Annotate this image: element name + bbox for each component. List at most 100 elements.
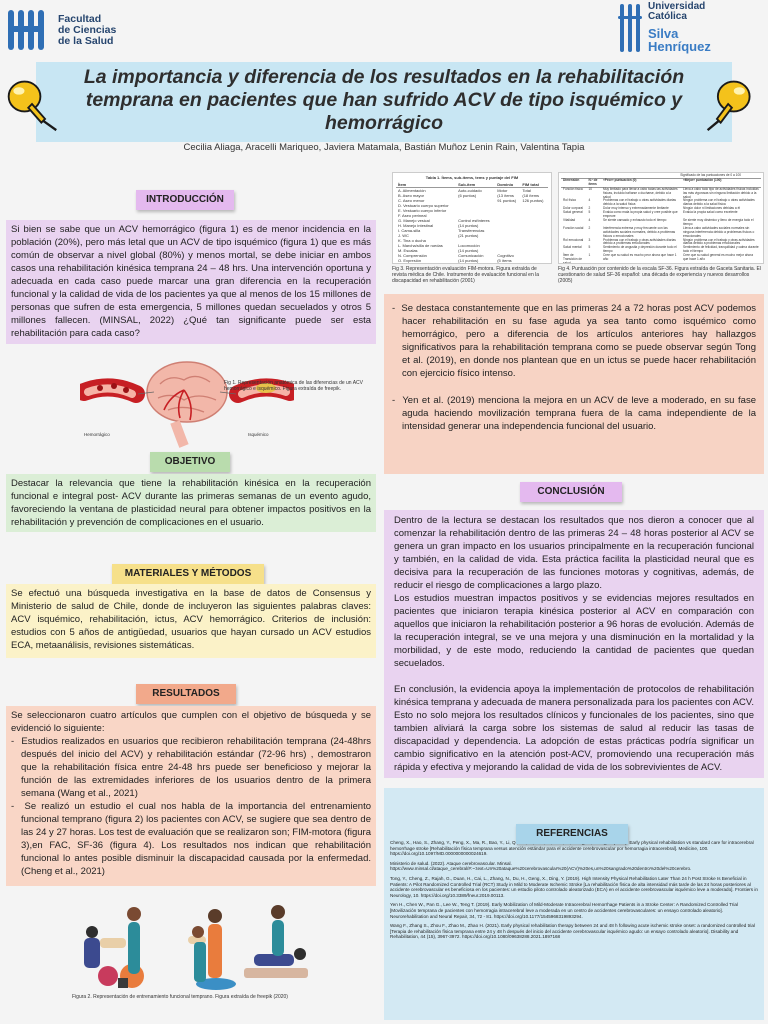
sf36-cell: Interferencia extrema y muy frecuente co…	[603, 225, 676, 238]
sf36-cell: Ningún problema con el trabajo u otras a…	[683, 198, 755, 207]
sf36-cell: 1	[588, 253, 591, 258]
sf36-cell: 2	[588, 206, 591, 211]
sf36-header-cell: «Mejor» puntuación (100)	[681, 178, 761, 188]
conclusion-paragraph: Los estudios muestran impactos positivos…	[394, 593, 754, 669]
fim-cell: P. Interacción social	[396, 263, 456, 264]
poster-title: La importancia y diferencia de los resul…	[83, 66, 685, 134]
sf36-cell: Dolor corporal	[563, 206, 584, 211]
reference-item: Ministerio de salud. (2022). Ataque cere…	[390, 860, 692, 872]
fim-row: M. Escalas(14 puntos)	[396, 248, 548, 253]
results-bullet: - Se realizó un estudio el cual nos habl…	[11, 801, 371, 877]
university-brand-line2: Henríquez	[648, 39, 711, 54]
fim-row: O. Expresión(14 puntos)(5 ítems	[396, 258, 548, 263]
sf36-cell: Ítem de Transición de salud	[563, 253, 583, 264]
fig1-label-hemorrhagic: Hemorrágico	[84, 432, 110, 437]
sf36-cell: Lleva a cabo todo tipo de actividades fí…	[683, 186, 759, 199]
fim-row: J. WC(21 puntos)	[396, 233, 548, 238]
sf36-cell: Salud mental	[563, 245, 582, 250]
sf36-cell: Vitalidad	[563, 217, 576, 222]
sf36-row: Ítem de Transición de salud 1 Cree que su …	[561, 253, 761, 264]
fim-cell: K. Tina o ducha	[398, 238, 426, 243]
sf36-cell: Rol físico	[563, 198, 577, 203]
sf36-header-cell: Dimensión	[561, 178, 587, 188]
fim-header-cell: Sub-ítem	[456, 182, 496, 188]
sf36-cell: 5	[588, 245, 591, 250]
references-section: Cheng, X., Hao, S., Zhang, Y., Peng, X.,…	[384, 788, 764, 1020]
pushpin-right-icon	[706, 80, 751, 132]
sf36-cell: Función social	[563, 225, 584, 230]
fim-header-cell: Ítem	[396, 182, 457, 188]
fim-cell: (14 puntos)	[458, 258, 479, 263]
fim-table-title: Tabla 1. Ítems, sub-ítems, tems y puntaj…	[425, 175, 519, 180]
sf36-cell: 5	[588, 210, 591, 215]
fim-row: H. Manejo intestinal(14 puntos)	[396, 223, 548, 228]
sf36-cell: Sentimiento de felicidad, tranquilidad y…	[683, 245, 759, 254]
discussion-bullet: - Se destaca constantemente que en las p…	[392, 303, 757, 379]
fim-cell: F. Aseo perineal	[398, 213, 427, 218]
sf36-cell: Función física	[563, 186, 583, 191]
fim-cell: Transferencias	[458, 228, 485, 233]
intro-label: INTRODUCCIÓN	[136, 190, 234, 210]
fim-cell: 35 puntos)	[495, 263, 520, 264]
reference-item: Yen H., Chen W., Pan G., Lee W., Teng T.…	[390, 902, 738, 919]
sf36-cell: Cree que su salud general es mucho mejor…	[683, 253, 753, 262]
university-brand-line1: Silva	[648, 26, 679, 41]
conclusion-paragraph: Dentro de la lectura se destacan los res…	[394, 515, 754, 591]
results-intro: Se seleccionaron cuatro artículos que cu…	[11, 710, 371, 734]
sf36-header-cell: N.º de ítems	[586, 178, 601, 188]
fim-cell: Cognición social	[456, 263, 495, 264]
objective-label: OBJETIVO	[150, 452, 230, 472]
sf36-cell: Se siente cansado y exhausto todo el tie…	[603, 217, 667, 222]
sf36-table-title: Significado de las puntuaciones de 0 a 1…	[561, 173, 761, 179]
objective-section: Destacar la relevancia que tiene la reha…	[6, 474, 376, 532]
fig2-caption: Figura 2. Representación de entrenamient…	[72, 994, 288, 1000]
sf36-cell: Rol emocional	[563, 237, 584, 242]
faculty-logo-text: Facultad de Ciencias de la Salud	[58, 12, 117, 47]
fig1-label-ischemic: Isquémico	[248, 432, 269, 437]
fim-cell: 91 puntos)	[497, 198, 517, 203]
fim-cell: D. Vestuario cuerpo superior	[398, 203, 449, 208]
sf36-row: Salud mental 5 Sentimiento de angustia y d…	[561, 245, 761, 254]
sf36-cell: Ningún dolor ni limitaciones debidas a é…	[683, 206, 741, 211]
fim-row: D. Vestuario cuerpo superior	[396, 203, 548, 208]
sf36-cell: 3	[588, 237, 591, 242]
fim-cell: A. Alimentación	[398, 188, 426, 193]
fim-cell: Cognitivo	[497, 253, 514, 258]
fim-cell: Comunicación	[458, 253, 484, 258]
fim-cell: Motor	[497, 188, 508, 193]
methods-label: MATERIALES Y MÉTODOS	[112, 564, 264, 584]
fim-row: G. Manejo vesical Control esfínteres	[396, 218, 548, 223]
sf36-cell: Evalúa como mala la propia salud y cree …	[603, 210, 678, 219]
sf36-table: Significado de las puntuaciones de 0 a 1…	[558, 172, 764, 264]
university-name-line1: Universidad	[648, 1, 706, 12]
fim-cell: N. Comprensión	[398, 253, 427, 258]
fim-row: K. Tina o ducha	[396, 238, 548, 243]
sf36-header-cell: «Peor» puntuación (0)	[601, 178, 681, 188]
faculty-logo-mark	[6, 6, 52, 54]
fim-cell: (13 ítems	[497, 193, 514, 198]
fim-cell: C. Aseo menor	[398, 198, 425, 203]
objective-text: Destacar la relevancia que tiene la reha…	[11, 478, 371, 528]
fim-row: I. Cama-silla Transferencias	[396, 228, 548, 233]
fim-cell: G. Manejo vesical	[398, 218, 430, 223]
sf36-cell: Sentimiento de angustia y depresión dura…	[603, 245, 677, 254]
discussion-bullet: - Yen et al. (2019) menciona la mejora e…	[392, 395, 756, 432]
sf36-cell: Ningún problema con el trabajo y otras a…	[683, 237, 755, 246]
fim-row: E. Vestuario cuerpo inferior	[396, 208, 548, 213]
conclusion-label: CONCLUSIÓN	[520, 482, 622, 502]
pushpin-left-icon	[7, 80, 57, 132]
fig3-caption: Fig 3. Representación evaluación FIM-mot…	[392, 266, 540, 284]
fim-header-cell: Dominio	[495, 182, 521, 188]
fim-cell: Control esfínteres	[458, 218, 490, 223]
sf36-cell: Se siente muy dinámico y lleno de energí…	[683, 217, 754, 226]
results-section: Se seleccionaron cuatro artículos que cu…	[6, 706, 376, 886]
fim-cell: M. Escalas	[398, 248, 418, 253]
fim-cell: Total	[522, 188, 531, 193]
fim-cell: I. Cama-silla	[398, 228, 421, 233]
